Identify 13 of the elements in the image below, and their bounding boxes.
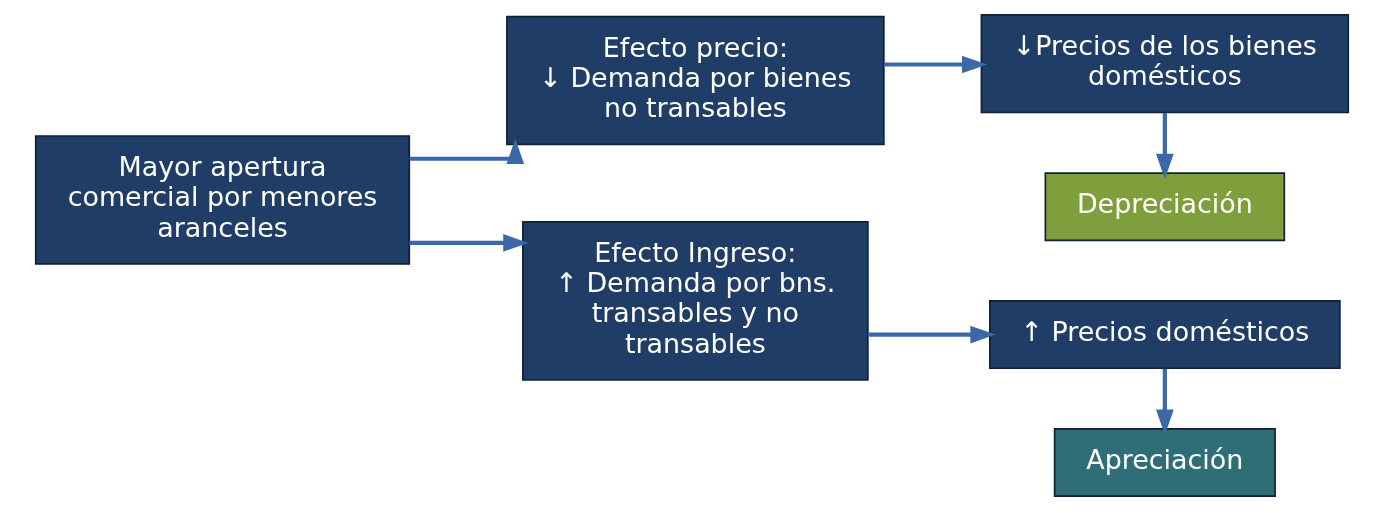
node-box: Efecto Ingreso: ↑ Demanda por bns. transables y no transables xyxy=(521,221,869,381)
node-box: Apreciación xyxy=(1053,428,1276,497)
arrow xyxy=(867,325,996,344)
arrow xyxy=(883,55,987,74)
node-box: ↓Precios de los bienes domésticos xyxy=(980,14,1349,114)
node-box: Mayor apertura comercial por menores aranceles xyxy=(34,135,410,265)
node-box: Depreciación xyxy=(1044,172,1285,242)
node-box: Efecto precio: ↓ Demanda por bienes no transables xyxy=(505,15,885,146)
arrow xyxy=(408,234,528,252)
arrow xyxy=(1155,368,1174,435)
node-box: ↑ Precios domésticos xyxy=(988,300,1341,370)
arrow xyxy=(1155,112,1174,180)
arrow xyxy=(409,138,524,165)
